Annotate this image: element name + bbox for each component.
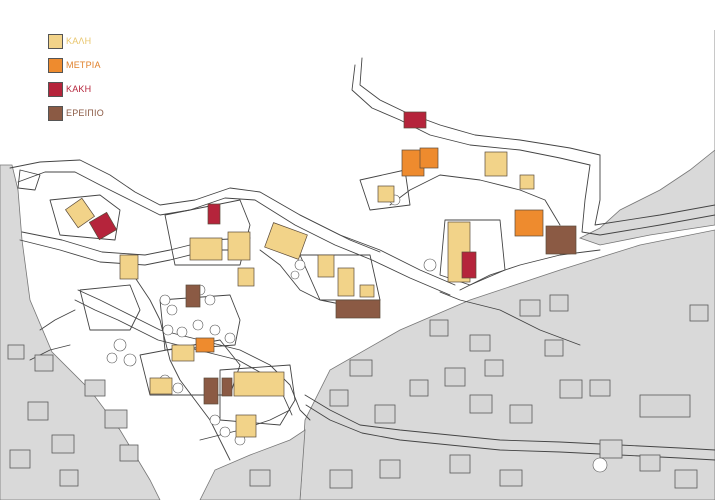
legend-label-metria: ΜΕΤΡΙΑ bbox=[66, 60, 101, 70]
legend-swatch-metria bbox=[48, 58, 63, 73]
buildings-kali bbox=[65, 151, 535, 438]
built-area-east bbox=[578, 30, 715, 246]
legend-swatch-kali bbox=[48, 34, 63, 49]
legend-item-metria: ΜΕΤΡΙΑ bbox=[48, 58, 168, 82]
trees bbox=[106, 189, 608, 473]
map-legend: ΚΑΛΗ ΜΕΤΡΙΑ ΚΑΚΗ ΕΡΕΙΠΙΟ bbox=[48, 34, 168, 130]
built-area-south bbox=[199, 429, 306, 500]
buildings-ereipio bbox=[185, 225, 577, 405]
legend-item-kali: ΚΑΛΗ bbox=[48, 34, 168, 58]
legend-item-ereipio: ΕΡΕΙΠΙΟ bbox=[48, 106, 168, 130]
legend-label-ereipio: ΕΡΕΙΠΙΟ bbox=[66, 108, 104, 118]
legend-item-kaki: ΚΑΚΗ bbox=[48, 82, 168, 106]
built-area-southeast bbox=[299, 229, 715, 500]
legend-swatch-kaki bbox=[48, 82, 63, 97]
legend-label-kaki: ΚΑΚΗ bbox=[66, 84, 92, 94]
legend-label-kali: ΚΑΛΗ bbox=[66, 36, 92, 46]
other-buildings bbox=[7, 294, 709, 489]
legend-swatch-ereipio bbox=[48, 106, 63, 121]
buildings-kaki bbox=[88, 111, 477, 279]
buildings-metria bbox=[195, 147, 544, 353]
